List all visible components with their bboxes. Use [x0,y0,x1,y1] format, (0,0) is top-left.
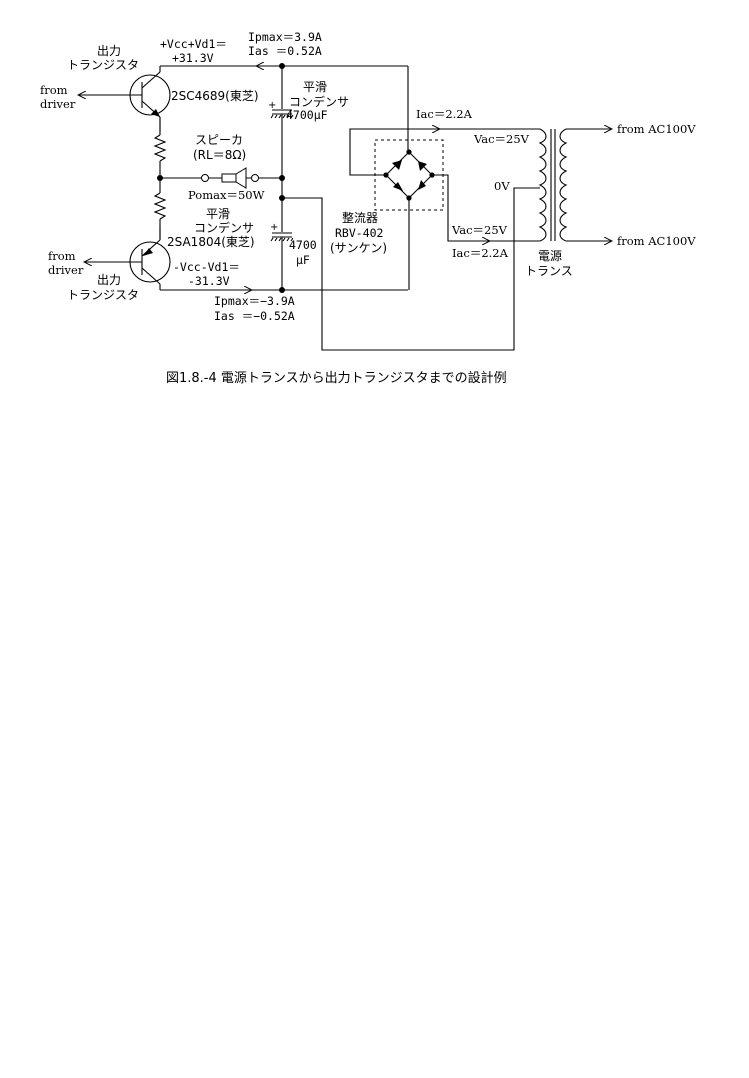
emitter-resistor-top [153,117,167,178]
ac-line-top-wire [349,128,540,176]
label-output-transistor-bottom-2: トランジスタ [67,288,139,302]
svg-text:+: + [268,100,276,111]
junction-dot [279,195,285,201]
label-capacitor-bottom-1: 平滑 [206,207,230,221]
label-capacitor-bottom-value-2: μF [296,253,310,267]
label-vac-top: Vac＝25V [473,132,530,146]
label-ias-bottom: Ias ＝−0.52A [214,309,295,323]
label-vcc-bottom-2: -31.3V [188,274,230,288]
label-output-transistor-bottom-1: 出力 [97,273,121,287]
ac-line-bottom-wire [432,174,540,242]
bridge-rectifier-diodes [385,151,433,199]
label-transformer-1: 電源 [538,249,562,263]
label-iac-top: Iac＝2.2A [416,107,473,121]
speaker-terminal-left [201,174,209,182]
ground-return-wire [282,187,540,351]
power-transformer-symbol [538,128,568,242]
label-transistor-top-part: 2SC4689(東芝) [171,88,259,103]
label-from-driver-bottom-1: from [48,249,76,263]
label-rectifier-2: RBV-402 [335,226,383,240]
rectifier-node-top [406,149,412,155]
label-pomax: Pomax＝50W [188,188,265,202]
label-from-driver-bottom-2: driver [48,263,84,277]
label-ipmax-bottom: Ipmax＝−3.9A [214,294,295,308]
junction-dot [279,175,285,181]
label-rectifier-1: 整流器 [342,210,378,225]
emitter-resistor-bottom [153,178,167,240]
speaker-terminal-right [251,174,259,182]
label-capacitor-top-1: 平滑 [303,80,327,94]
label-transformer-2: トランス [525,264,573,278]
label-output-transistor-top-1: 出力 [97,44,121,58]
label-vcc-top-1: +Vcc+Vd1＝ [160,37,227,51]
label-zero-volt: 0V [494,179,510,193]
label-ipmax-top: Ipmax＝3.9A [248,30,322,44]
junction-dot [279,287,285,293]
label-rectifier-3: (サンケン) [330,241,387,255]
label-from-ac-bottom: from AC100V [617,234,696,248]
npn-transistor-symbol [122,66,171,132]
svg-text:+: + [270,222,278,233]
label-from-driver-top-2: driver [40,97,76,111]
label-iac-bottom: Iac＝2.2A [452,246,509,260]
label-capacitor-bottom-value-1: 4700 [289,238,317,252]
label-output-transistor-top-2: トランジスタ [67,58,139,72]
label-ias-top: Ias ＝0.52A [248,44,322,58]
label-transistor-bottom-part: 2SA1804(東芝) [167,234,255,249]
label-vcc-bottom-1: -Vcc-Vd1＝ [173,260,240,274]
label-capacitor-top-2: コンデンサ [289,94,349,109]
figure-caption: 図1.8.-4 電源トランスから出力トランジスタまでの設計例 [166,370,507,386]
label-vac-bottom: Vac＝25V [451,223,508,237]
pnp-transistor-symbol [122,226,171,290]
label-capacitor-bottom-2: コンデンサ [194,220,254,235]
label-from-driver-top-1: from [40,83,68,97]
label-speaker-2: (RL＝8Ω) [193,148,246,162]
speaker-symbol [221,167,247,189]
label-vcc-top-2: +31.3V [172,51,214,65]
label-from-ac-top: from AC100V [617,122,696,136]
label-capacitor-top-value: 4700μF [286,108,328,122]
junction-dot [279,63,285,69]
junction-dot [157,175,163,181]
label-speaker-1: スピーカ [195,133,243,147]
